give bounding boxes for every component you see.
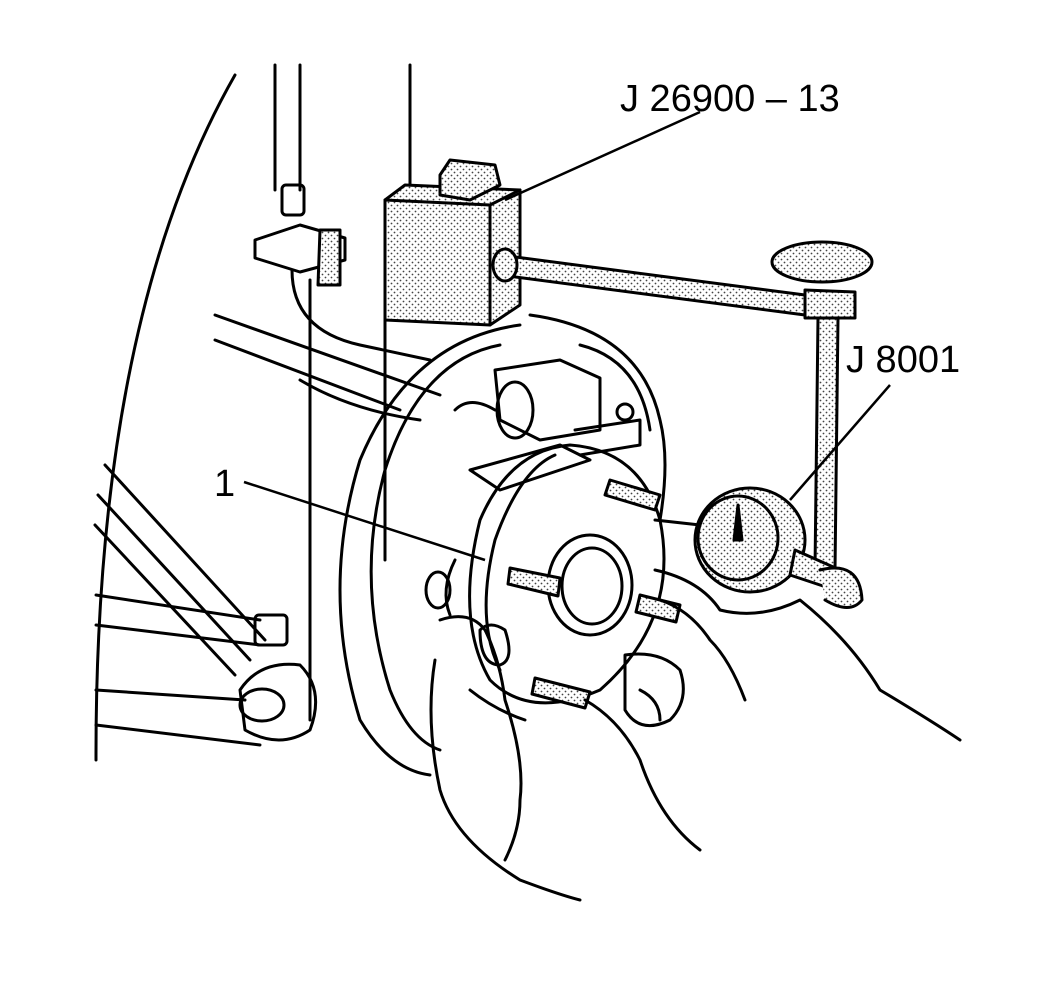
indicator-arm	[491, 240, 874, 572]
hose-bracket	[253, 183, 432, 362]
left-hand	[429, 615, 702, 902]
callout-hub-part: 1	[214, 463, 236, 505]
right-hand	[623, 568, 962, 742]
suspension-arms	[93, 313, 442, 747]
leader-hub	[243, 480, 486, 562]
leader-dial-indicator	[789, 384, 891, 501]
tool-holder-block	[383, 158, 522, 327]
leader-lines	[243, 110, 891, 562]
wheel-studs	[506, 478, 682, 710]
wheel-arc	[94, 73, 237, 762]
strut-lines	[273, 63, 412, 722]
leader-tool-holder	[504, 110, 701, 202]
wheel-cylinder	[453, 358, 642, 492]
backing-plate	[338, 313, 667, 777]
callout-dial-indicator: J 8001	[846, 339, 961, 381]
callout-tool-holder: J 26900 – 13	[620, 78, 840, 120]
lower-bolt	[238, 613, 318, 742]
dial-indicator	[653, 486, 864, 609]
